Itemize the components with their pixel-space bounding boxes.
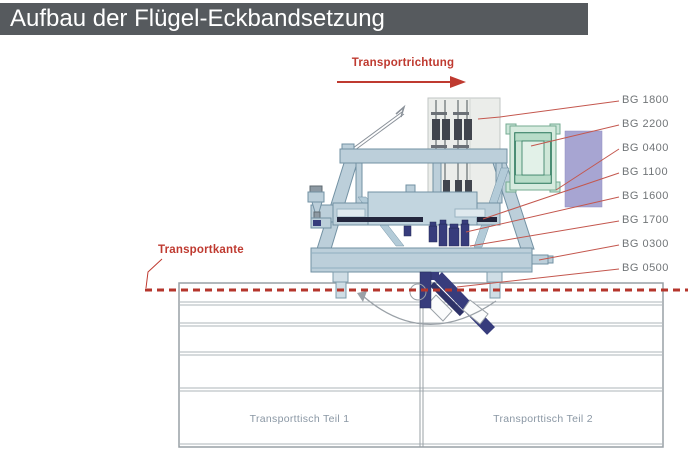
part-label-bg1100: BG 1100 [622,166,669,178]
part-label-bg0300: BG 0300 [622,238,669,250]
tool-crossbar [307,184,501,229]
part-label-bg2200: BG 2200 [622,118,669,130]
transport-edge-leader [145,258,163,289]
part-label-bg1800: BG 1800 [622,94,669,106]
purple-block [564,130,603,208]
part-label-bg0500: BG 0500 [622,262,669,274]
tool-heads [403,219,470,247]
transport-edge-label: Transportkante [158,244,244,256]
part-label-bg1600: BG 1600 [622,190,669,202]
leader-lines [456,100,620,288]
table-label-part2: Transporttisch Teil 2 [493,413,593,425]
table-label-part1: Transporttisch Teil 1 [249,413,350,425]
transport-direction-arrow [337,76,466,88]
part-label-bg0400: BG 0400 [622,142,669,154]
transport-direction-label: Transportrichtung [351,57,455,69]
transport-tables [178,282,664,448]
support-rod [348,104,406,154]
slide-title: Aufbau der Flügel-Eckbandsetzung [0,3,588,35]
part-label-bg1700: BG 1700 [622,214,669,226]
green-unit [505,123,561,193]
